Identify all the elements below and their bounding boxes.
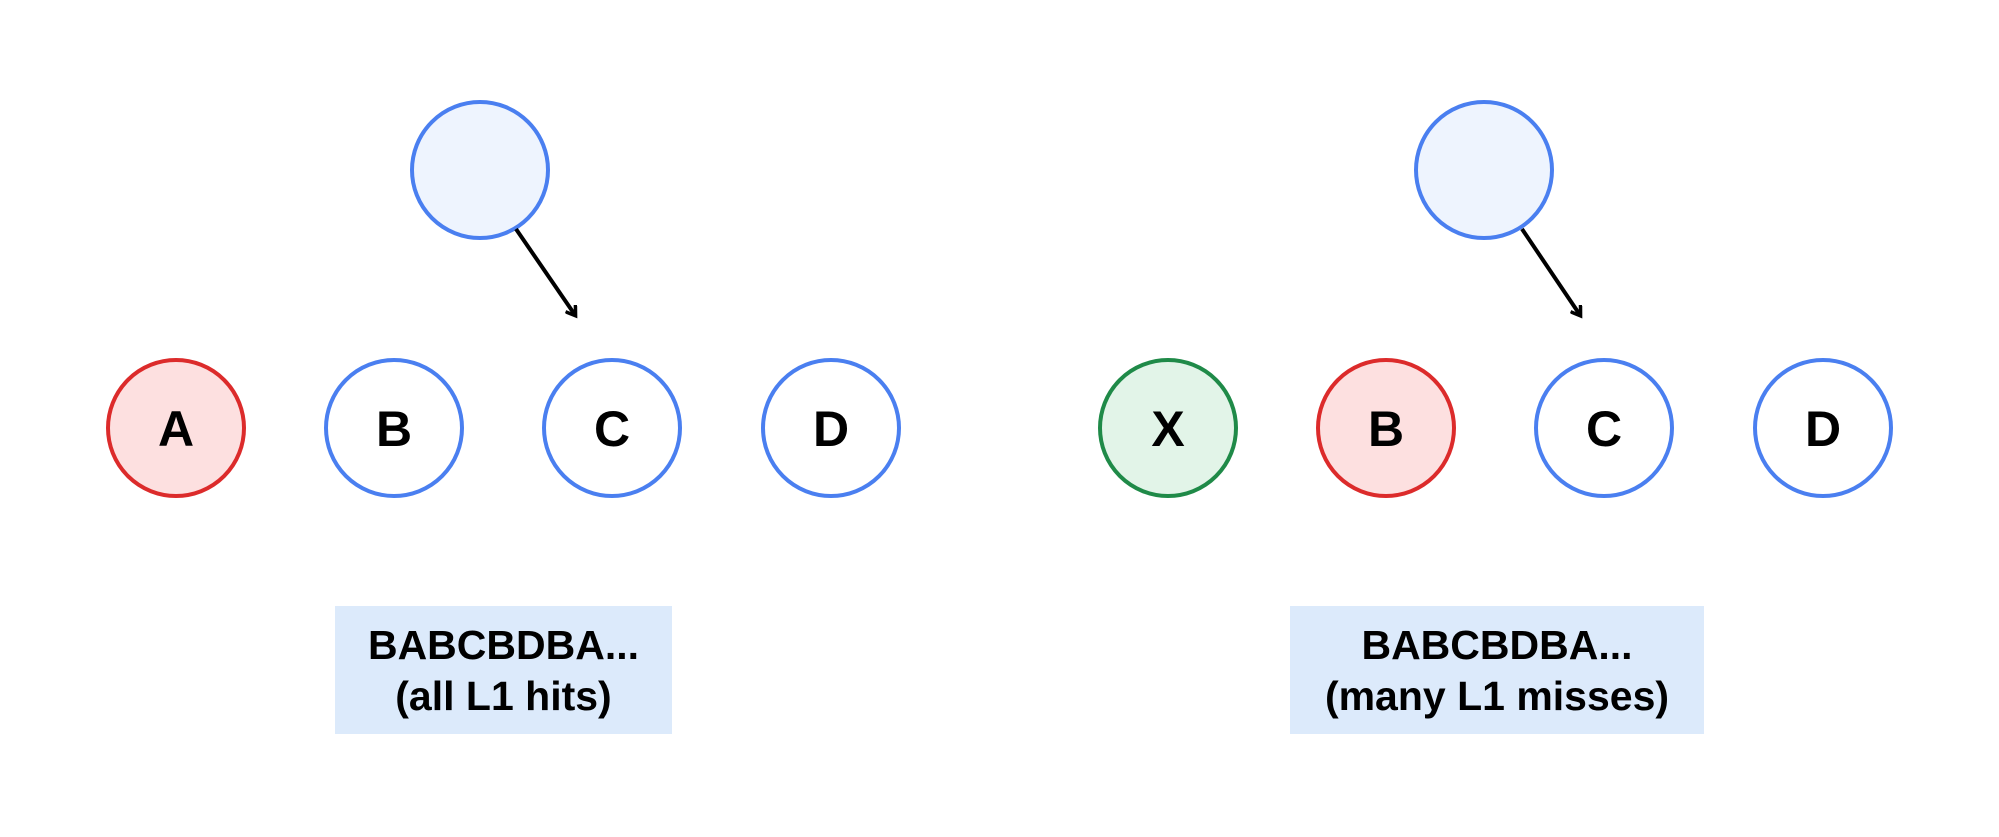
right-caption: BABCBDBA... (many L1 misses) — [1290, 606, 1704, 734]
left-node-4-label: D — [813, 401, 849, 457]
right-node-2-label: B — [1368, 401, 1404, 457]
left-node-4: D — [761, 358, 901, 498]
right-node-3-circle — [1534, 358, 1674, 498]
left-node-2-circle — [324, 358, 464, 498]
left-node-1-label: A — [158, 401, 194, 457]
right-caption-line1: BABCBDBA... — [1361, 622, 1633, 668]
right-node-2-circle — [1316, 358, 1456, 498]
left-panel: A B C D — [106, 100, 901, 498]
right-node-4-circle — [1753, 358, 1893, 498]
right-node-3: C — [1534, 358, 1674, 498]
left-node-4-circle — [761, 358, 901, 498]
left-node-3-circle — [542, 358, 682, 498]
left-node-1: A — [106, 358, 246, 498]
left-node-3: C — [542, 358, 682, 498]
left-node-2-label: B — [376, 401, 412, 457]
left-caption-line1: BABCBDBA... — [367, 622, 640, 668]
right-node-1-label: X — [1151, 401, 1184, 457]
left-caption-line2: (all L1 hits) — [395, 673, 612, 719]
left-caption: BABCBDBA... (all L1 hits) — [335, 606, 672, 734]
left-pointer-circle — [410, 100, 550, 240]
right-caption-line2: (many L1 misses) — [1324, 673, 1670, 719]
right-node-3-label: C — [1586, 401, 1622, 457]
left-pointer-arrow — [514, 227, 575, 315]
left-node-2: B — [324, 358, 464, 498]
right-pointer-arrow — [1520, 227, 1580, 315]
right-node-2: B — [1316, 358, 1456, 498]
left-node-1-circle — [106, 358, 246, 498]
right-panel: X B C D — [1098, 100, 1893, 498]
right-node-1: X — [1098, 358, 1238, 498]
right-node-1-circle — [1098, 358, 1238, 498]
right-pointer-circle — [1414, 100, 1554, 240]
right-node-4: D — [1753, 358, 1893, 498]
left-node-3-label: C — [594, 401, 630, 457]
right-node-4-label: D — [1805, 401, 1841, 457]
